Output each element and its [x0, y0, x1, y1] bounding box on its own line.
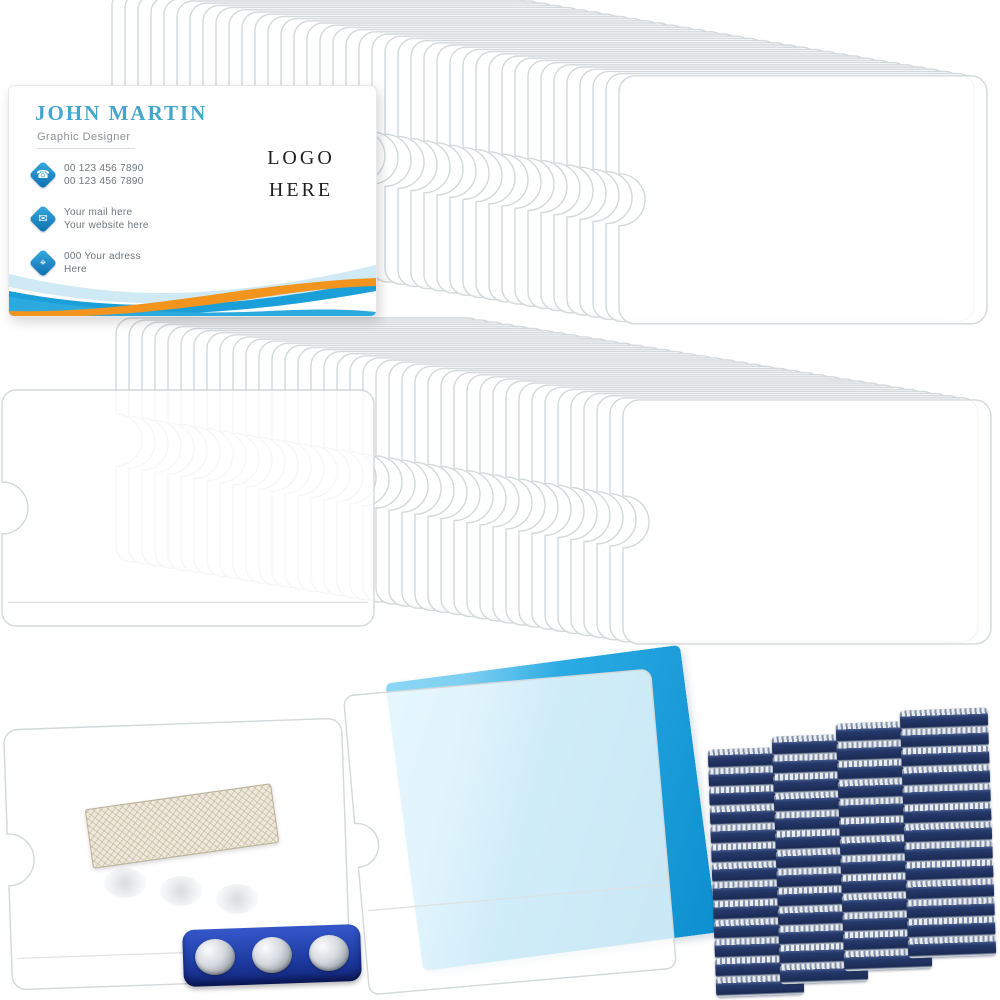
magnet-shadow — [216, 884, 258, 914]
address-line-2: Here — [64, 264, 87, 275]
magnet-disc — [194, 938, 236, 976]
badge-holder-sleeve — [622, 399, 992, 645]
wave-orange — [9, 278, 376, 316]
logo-line-1: LOGO — [267, 147, 335, 169]
card-holder-title: Graphic Designer — [37, 131, 131, 143]
badge-holder-sleeve — [618, 75, 988, 325]
phone-line-1: 00 123 456 7890 — [64, 163, 144, 174]
magnetic-fastener-bar — [182, 923, 362, 988]
wave-blue — [9, 279, 376, 314]
magnet-bar — [907, 935, 997, 959]
magnet-shadow — [104, 868, 146, 898]
contact-row-phone: ☎ 00 123 456 7890 00 123 456 7890 — [28, 160, 144, 190]
website-line: Your website here — [64, 220, 149, 231]
business-card: JOHN MARTIN Graphic Designer ☎ 00 123 45… — [8, 85, 377, 317]
contact-row-mail: ✉ Your mail here Your website here — [28, 204, 149, 234]
magnet-disc — [308, 934, 350, 972]
address-line-1: 000 Your adress — [64, 251, 141, 262]
card-holder-name: JOHN MARTIN — [35, 101, 208, 125]
card-wave-graphic — [9, 265, 376, 316]
magnet-stack-column — [899, 707, 997, 962]
badge-holder-sleeve — [1, 389, 375, 627]
phone-line-2: 00 123 456 7890 — [64, 176, 144, 187]
contact-row-address: ⌖ 000 Your adress Here — [28, 248, 141, 278]
card-divider — [37, 148, 135, 149]
logo-placeholder: LOGO HERE — [241, 142, 361, 206]
mail-line: Your mail here — [64, 207, 133, 218]
magnet-disc — [251, 936, 293, 974]
magnet-shadow — [160, 876, 202, 906]
logo-line-2: HERE — [268, 179, 334, 201]
